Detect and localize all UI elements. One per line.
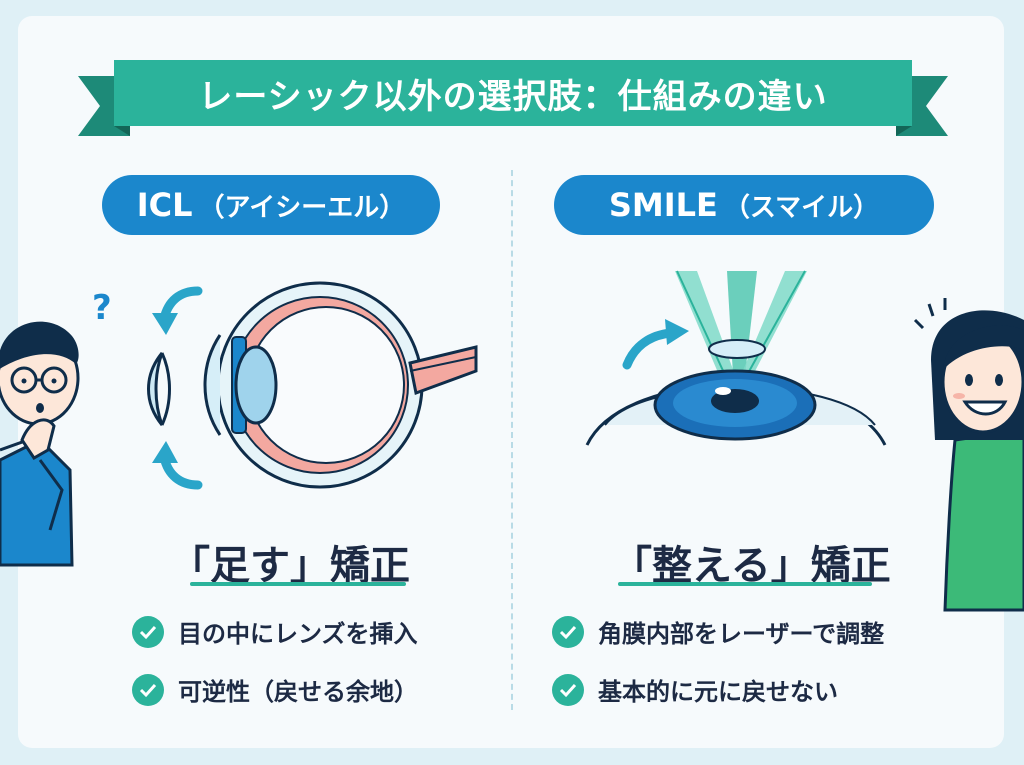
lens-icon [147,352,171,426]
thinking-man-illustration [0,321,80,567]
question-mark: ? [92,288,112,328]
smile-point-text-2: 基本的に元に戻せない [598,678,838,706]
ribbon-shape [78,60,948,136]
smile-point-2: 基本的に元に戻せない [552,672,838,707]
icl-point-text-1: 目の中にレンズを挿入 [178,620,418,648]
curved-arrow-icon [152,286,203,490]
smile-name: SMILE [608,186,718,224]
icl-label-pill: ICL （アイシーエル） [102,175,440,235]
check-icon [132,673,164,706]
check-icon [552,673,584,706]
smile-point-1: 角膜内部をレーザーで調整 [552,614,884,649]
smile-label-pill: SMILE （スマイル） [554,175,934,235]
icl-name: ICL [136,186,193,224]
smile-point-text-1: 角膜内部をレーザーで調整 [598,620,885,648]
smile-eye-diagram [585,270,887,446]
title-banner: レーシック以外の選択肢：仕組みの違い [78,48,948,144]
column-divider [511,170,513,710]
smile-headline: 「整える」矯正 [612,543,891,589]
icl-point-text-2: 可逆性（戻せる余地） [178,678,418,706]
icl-headline-underline [190,582,406,586]
check-icon [132,615,164,648]
icl-point-2: 可逆性（戻せる余地） [132,672,418,707]
laser-beam-icon [675,270,807,376]
smiling-woman-illustration [913,298,1024,612]
icl-name-sub: （アイシーエル） [198,192,406,223]
page-title: レーシック以外の選択肢：仕組みの違い [198,76,828,117]
icl-eye-diagram [147,281,478,490]
icl-headline: 「足す」矯正 [170,543,410,589]
curved-arrow-icon [622,319,689,370]
smile-headline-underline [618,582,872,586]
eye-icon [203,281,478,489]
smile-name-sub: （スマイル） [723,192,880,223]
check-icon [552,615,584,648]
icl-point-1: 目の中にレンズを挿入 [132,614,418,649]
eye-icon [585,339,887,446]
